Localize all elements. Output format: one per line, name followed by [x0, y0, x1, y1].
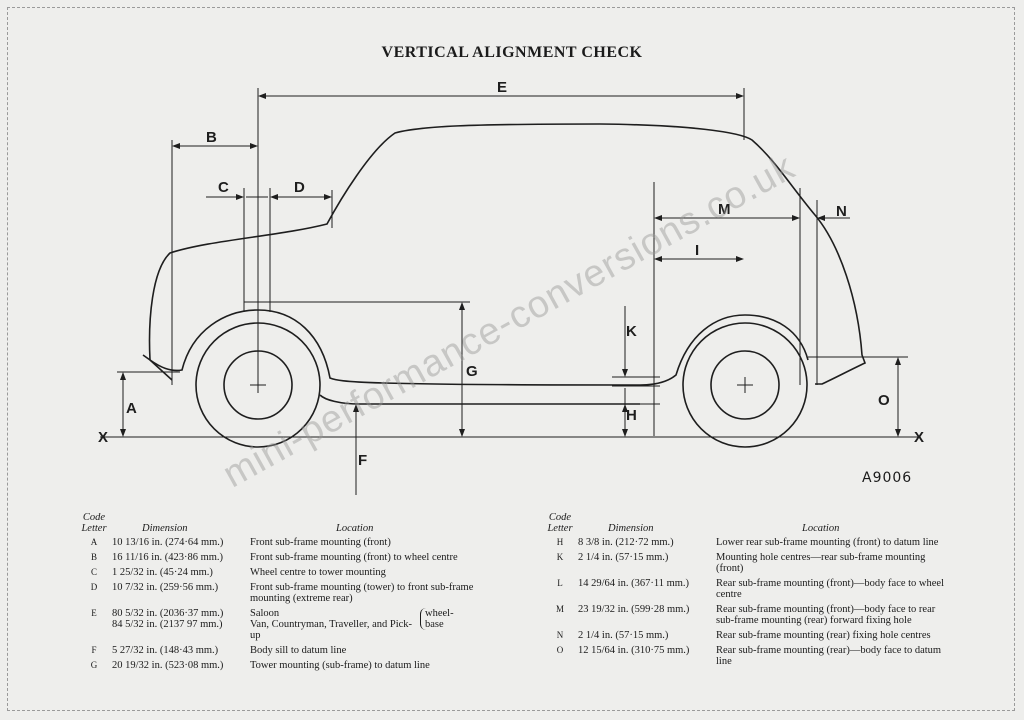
- location-cell: Rear sub-frame mounting (front)—body fac…: [716, 578, 945, 600]
- dimension-cell: 8 3/8 in. (212·72 mm.): [578, 537, 674, 548]
- dimension-table-left: Code Letter Dimension Location A 10 13/1…: [76, 512, 486, 675]
- dimension-cell: 2 1/4 in. (57·15 mm.): [578, 630, 669, 641]
- header-code: Code Letter: [81, 512, 107, 534]
- table-row: O 12 15/64 in. (310·75 mm.) Rear sub-fra…: [542, 645, 952, 671]
- code-cell: E: [91, 608, 97, 618]
- label-C: C: [218, 179, 229, 196]
- code-cell: C: [90, 567, 97, 577]
- table-row: G 20 19/32 in. (523·08 mm.) Tower mounti…: [76, 660, 486, 675]
- location-cell: Rear sub-frame mounting (rear)—body face…: [716, 645, 942, 667]
- dimension-cell: 2 1/4 in. (57·15 mm.): [578, 552, 669, 563]
- location-cell: Lower rear sub-frame mounting (front) to…: [716, 537, 939, 548]
- label-K: K: [626, 323, 637, 340]
- label-N: N: [836, 203, 847, 220]
- dimension-cell: 10 7/32 in. (259·56 mm.): [112, 582, 219, 593]
- label-D: D: [294, 179, 305, 196]
- code-cell: N: [556, 630, 564, 640]
- header-location: Location: [336, 523, 374, 534]
- label-F: F: [358, 452, 367, 469]
- code-cell: H: [556, 537, 564, 547]
- code-cell: B: [90, 552, 97, 562]
- dimension-cell: 80 5/32 in. (2036·37 mm.) 84 5/32 in. (2…: [112, 608, 224, 630]
- dimension-table-right: Code Letter Dimension Location H 8 3/8 i…: [542, 512, 952, 671]
- label-E: E: [497, 79, 507, 96]
- page-border: [7, 7, 1015, 711]
- label-x-left: X: [98, 429, 108, 446]
- dimension-cell: 20 19/32 in. (523·08 mm.): [112, 660, 224, 671]
- dimension-cell: 5 27/32 in. (148·43 mm.): [112, 645, 219, 656]
- code-cell: D: [90, 582, 98, 592]
- table-row: F 5 27/32 in. (148·43 mm.) Body sill to …: [76, 645, 486, 660]
- label-x-right: X: [914, 429, 924, 446]
- table-row: K 2 1/4 in. (57·15 mm.) Mounting hole ce…: [542, 552, 952, 578]
- table-row: L 14 29/64 in. (367·11 mm.) Rear sub-fra…: [542, 578, 952, 604]
- car-body-outline: [148, 123, 867, 385]
- label-I: I: [695, 242, 699, 259]
- code-cell: O: [556, 645, 564, 655]
- location-cell: Saloon Van, Countryman, Traveller, and P…: [250, 608, 486, 645]
- table-row: D 10 7/32 in. (259·56 mm.) Front sub-fra…: [76, 582, 486, 608]
- label-A: A: [126, 400, 137, 417]
- label-O: O: [878, 392, 890, 409]
- code-cell: M: [555, 604, 564, 614]
- code-cell: F: [91, 645, 97, 655]
- wheelbase-note: wheel-base: [420, 608, 461, 630]
- location-cell: Rear sub-frame mounting (rear) fixing ho…: [716, 630, 931, 641]
- front-wheel-arch: [149, 309, 809, 386]
- table-row: A 10 13/16 in. (274·64 mm.) Front sub-fr…: [76, 537, 486, 552]
- location-cell: Body sill to datum line: [250, 645, 347, 656]
- table-row: H 8 3/8 in. (212·72 mm.) Lower rear sub-…: [542, 537, 952, 552]
- location-cell: Mounting hole centres—rear sub-frame mou…: [716, 552, 926, 574]
- label-M: M: [718, 201, 731, 218]
- header-location: Location: [802, 523, 840, 534]
- table-row: E 80 5/32 in. (2036·37 mm.) 84 5/32 in. …: [76, 608, 486, 645]
- table-row: C 1 25/32 in. (45·24 mm.) Wheel centre t…: [76, 567, 486, 582]
- table-row: M 23 19/32 in. (599·28 mm.) Rear sub-fra…: [542, 604, 952, 630]
- code-cell: L: [557, 578, 563, 588]
- code-cell: G: [90, 660, 98, 670]
- location-cell: Rear sub-frame mounting (front)—body fac…: [716, 604, 936, 626]
- location-cell: Front sub-frame mounting (tower) to fron…: [250, 582, 474, 604]
- rear-hub: [710, 350, 780, 420]
- dimension-cell: 16 11/16 in. (423·86 mm.): [112, 552, 224, 563]
- dimension-cell: 23 19/32 in. (599·28 mm.): [578, 604, 690, 615]
- location-cell: Front sub-frame mounting (front): [250, 537, 391, 548]
- dimension-cell: 10 13/16 in. (274·64 mm.): [112, 537, 224, 548]
- location-cell: Tower mounting (sub-frame) to datum line: [250, 660, 430, 671]
- header-dimension: Dimension: [608, 523, 654, 534]
- location-text: Saloon Van, Countryman, Traveller, and P…: [250, 608, 413, 641]
- header-dimension: Dimension: [142, 523, 188, 534]
- header-code: Code Letter: [547, 512, 573, 534]
- code-cell: K: [556, 552, 564, 562]
- figure-reference: A9006: [862, 470, 913, 486]
- table-row: N 2 1/4 in. (57·15 mm.) Rear sub-frame m…: [542, 630, 952, 645]
- location-cell: Wheel centre to tower mounting: [250, 567, 386, 578]
- dimension-cell: 12 15/64 in. (310·75 mm.): [578, 645, 690, 656]
- table-row: B 16 11/16 in. (423·86 mm.) Front sub-fr…: [76, 552, 486, 567]
- rear-wheel: [682, 322, 808, 448]
- label-B: B: [206, 129, 217, 146]
- code-cell: A: [90, 537, 98, 547]
- label-H: H: [626, 407, 637, 424]
- dimension-cell: 14 29/64 in. (367·11 mm.): [578, 578, 690, 589]
- location-cell: Front sub-frame mounting (front) to whee…: [250, 552, 458, 563]
- dimension-cell: 1 25/32 in. (45·24 mm.): [112, 567, 213, 578]
- label-G: G: [466, 363, 478, 380]
- page-title: VERTICAL ALIGNMENT CHECK: [381, 44, 643, 61]
